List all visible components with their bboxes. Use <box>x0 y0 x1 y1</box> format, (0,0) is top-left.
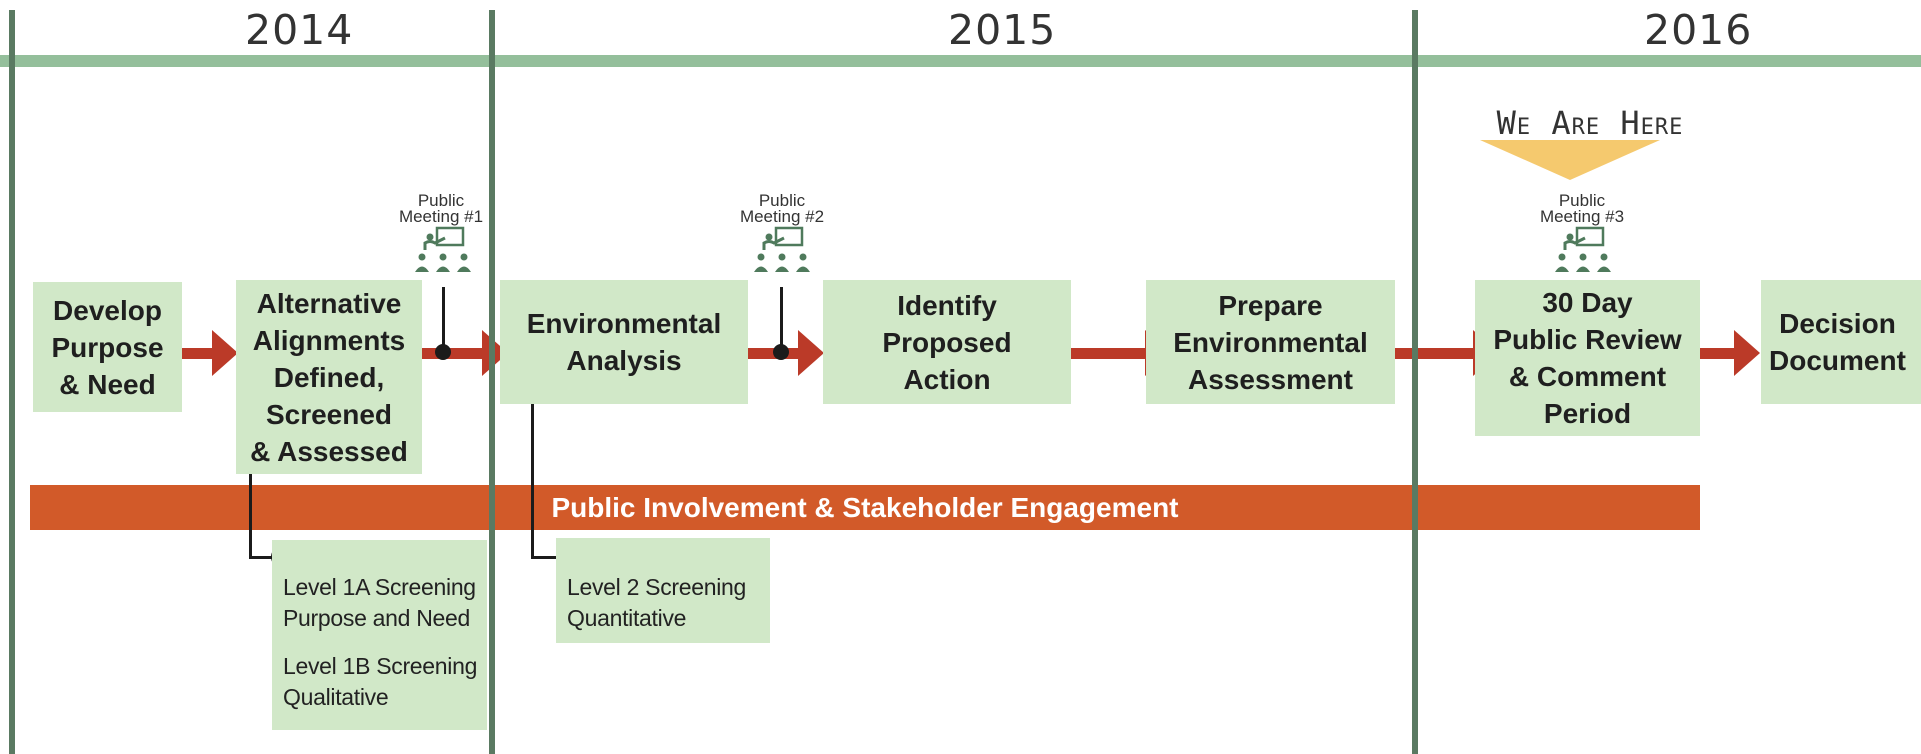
step-label: Decision Document <box>1769 308 1906 376</box>
step-public-review-period: 30 Day Public Review & Comment Period <box>1475 280 1700 436</box>
screening-note-level-2: Level 2 Screening Quantitative <box>556 538 770 643</box>
meeting-1-dot <box>435 344 451 360</box>
arrow-shaft-4 <box>1071 348 1147 359</box>
screening-line: Level 1A Screening <box>283 574 476 600</box>
engagement-bar: Public Involvement & Stakeholder Engagem… <box>30 485 1700 530</box>
connector-screening-2-horizontal <box>531 556 559 559</box>
step-identify-proposed-action: Identify Proposed Action <box>823 280 1071 404</box>
connector-screening-1-vertical <box>249 474 252 559</box>
timeline-band <box>0 55 1921 67</box>
screening-line: Quantitative <box>567 605 687 631</box>
step-decision-document: Decision Document <box>1761 280 1921 404</box>
screening-note-level-1: Level 1A Screening Purpose and Need Leve… <box>272 540 487 730</box>
step-environmental-analysis: Environmental Analysis <box>500 280 748 404</box>
step-label: 30 Day Public Review & Comment Period <box>1493 287 1682 429</box>
meeting-label-line: Meeting #2 <box>739 207 825 226</box>
arrow-head-1 <box>212 330 238 376</box>
meeting-label-line: Public <box>758 191 806 210</box>
we-are-here-label: We Are Here <box>1496 104 1684 142</box>
step-alternative-alignments: Alternative Alignments Defined, Screened… <box>236 280 422 474</box>
step-label: Environmental Analysis <box>526 308 722 376</box>
presentation-meeting-icon <box>1555 226 1611 272</box>
screening-line: Qualitative <box>283 684 389 710</box>
year-divider-2016 <box>1412 10 1418 754</box>
step-develop-purpose-need: Develop Purpose & Need <box>33 282 182 412</box>
step-label: Alternative Alignments Defined, Screened… <box>250 287 408 467</box>
meeting-label-line: Public <box>417 191 465 210</box>
step-label: Prepare Environmental Assessment <box>1173 289 1368 395</box>
year-label-2014: 2014 <box>245 6 354 54</box>
screening-line: Level 1B Screening <box>283 653 478 679</box>
meeting-label-line: Meeting #1 <box>398 207 484 226</box>
meeting-2-stem <box>780 287 783 351</box>
screening-line: Purpose and Need <box>283 605 471 631</box>
meeting-label-line: Public <box>1558 191 1606 210</box>
arrow-shaft-1 <box>182 348 214 359</box>
year-divider-2015 <box>489 10 495 754</box>
step-prepare-environmental-assessment: Prepare Environmental Assessment <box>1146 280 1395 404</box>
connector-screening-2-vertical <box>531 404 534 559</box>
meeting-3-label: Public Meeting #3 <box>1522 191 1642 226</box>
arrow-head-6 <box>1734 330 1760 376</box>
year-divider-start <box>9 10 15 754</box>
meeting-2-dot <box>773 344 789 360</box>
arrow-shaft-2 <box>422 348 484 359</box>
step-label: Identify Proposed Action <box>882 289 1012 395</box>
we-are-here-pointer-icon <box>1480 140 1660 180</box>
screening-line: Level 2 Screening <box>567 574 747 600</box>
engagement-bar-label: Public Involvement & Stakeholder Engagem… <box>551 491 1179 523</box>
meeting-2-label: Public Meeting #2 <box>722 191 842 226</box>
year-label-2016: 2016 <box>1644 6 1753 54</box>
arrow-shaft-5 <box>1395 348 1475 359</box>
presentation-meeting-icon <box>754 226 810 272</box>
step-label: Develop Purpose & Need <box>51 294 164 400</box>
meeting-1-stem <box>442 287 445 351</box>
connector-screening-1-horizontal <box>249 556 274 559</box>
arrow-head-3 <box>798 330 824 376</box>
meeting-1-label: Public Meeting #1 <box>381 191 501 226</box>
presentation-meeting-icon <box>415 226 471 272</box>
year-label-2015: 2015 <box>948 6 1057 54</box>
arrow-shaft-6 <box>1700 348 1736 359</box>
meeting-label-line: Meeting #3 <box>1539 207 1625 226</box>
